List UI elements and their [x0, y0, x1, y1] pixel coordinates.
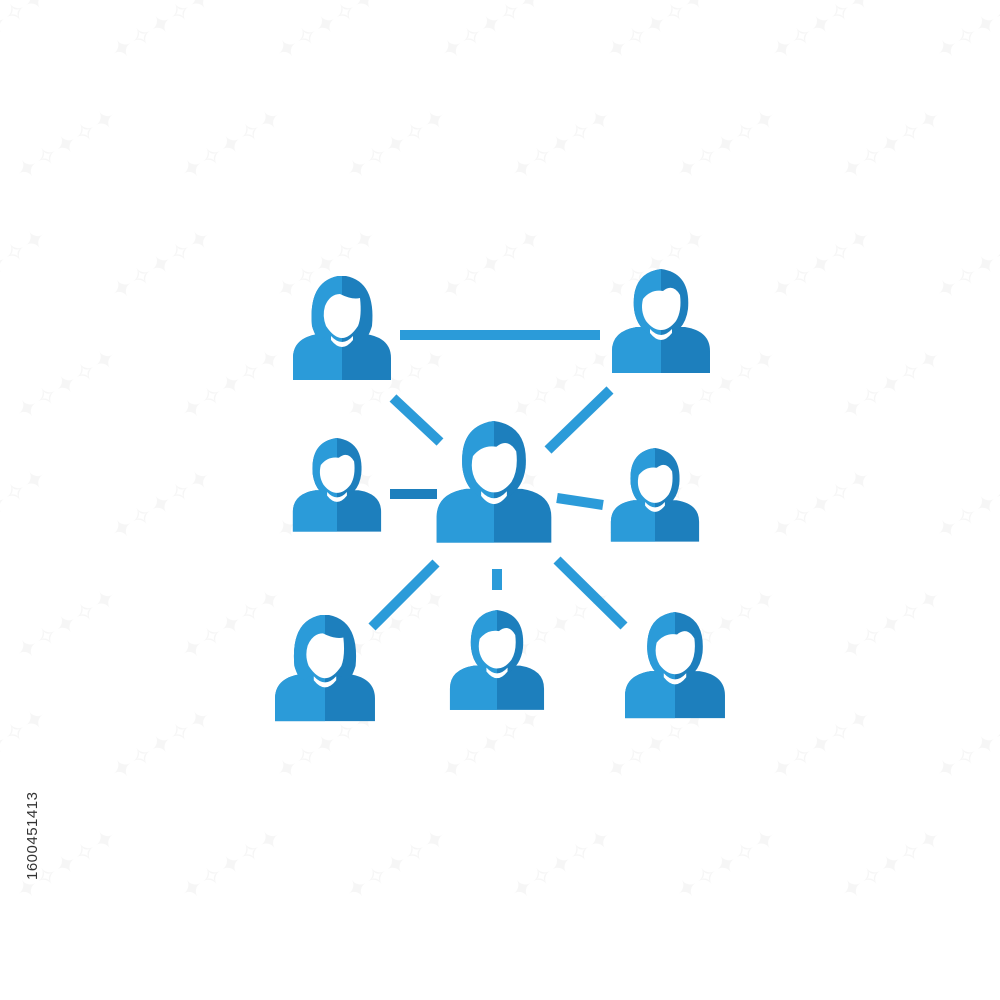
- connector-top-left-to-center: [389, 394, 444, 446]
- face-shape: [471, 442, 517, 493]
- person-bottom-left: [275, 615, 375, 722]
- collar-shape: [331, 336, 353, 347]
- person-bottom-right: [625, 612, 725, 719]
- collar-shape: [327, 492, 347, 502]
- person-middle-right: [610, 448, 700, 542]
- stock-id-text: 1600451413: [24, 791, 41, 880]
- collar-shape: [663, 673, 687, 685]
- face-shape: [642, 287, 681, 330]
- collar-shape: [486, 667, 508, 679]
- collar-shape: [645, 502, 665, 512]
- collar-shape: [313, 676, 337, 688]
- collar-shape: [650, 329, 672, 340]
- person-top-right: [612, 269, 710, 373]
- face-shape: [478, 628, 516, 669]
- collar-shape: [481, 491, 507, 505]
- face-shape: [319, 454, 355, 493]
- connector-lines: [368, 330, 628, 631]
- face-shape: [323, 294, 361, 338]
- person-center: [436, 421, 552, 543]
- face-shape: [306, 633, 345, 679]
- connector-middle-right: [556, 493, 604, 510]
- person-bottom-center: [449, 610, 545, 710]
- connector-center-to-bottom-left: [368, 559, 440, 631]
- face-shape: [655, 631, 695, 675]
- connector-top-right-to-center: [544, 386, 614, 454]
- face-shape: [637, 464, 673, 503]
- person-middle-left: [292, 438, 382, 532]
- person-top-left: [293, 276, 391, 380]
- connector-center-to-bottom-right: [553, 556, 628, 630]
